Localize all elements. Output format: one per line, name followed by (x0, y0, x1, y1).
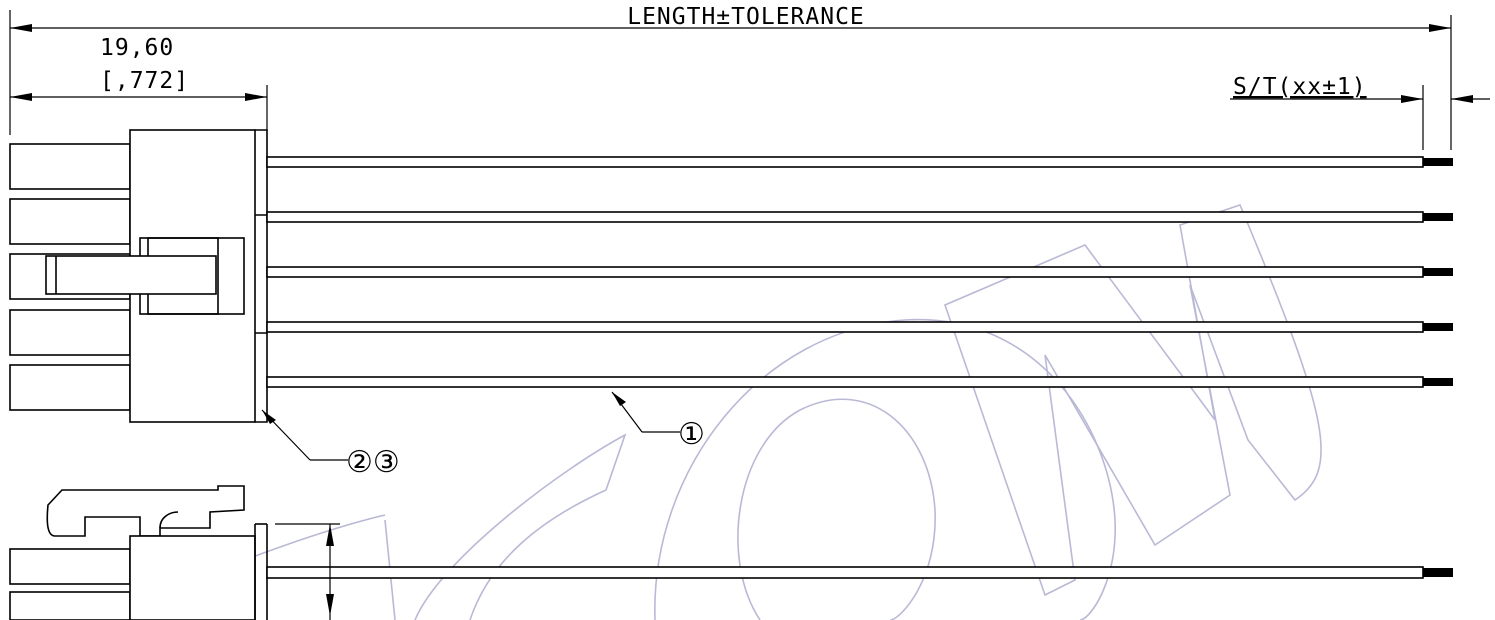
length-tolerance-label: LENGTH±TOLERANCE (627, 4, 865, 30)
connector-top-view (9, 129, 268, 423)
connector-side-view (9, 485, 268, 620)
strip-length-label: S/T(xx±1) (1233, 74, 1367, 100)
arrowhead-right (245, 93, 267, 101)
arrowhead-left (10, 93, 32, 101)
callout-housing-terminal-label: ②③ (346, 445, 400, 480)
stripped-wire-end (1423, 213, 1453, 221)
connector-length-in: [,772] (100, 68, 189, 94)
stripped-wire-end (1423, 268, 1453, 276)
arrowhead-up (326, 524, 334, 546)
length-dimension: LENGTH±TOLERANCE (9, 4, 1452, 150)
wire-callout: ① (611, 391, 705, 452)
arrowhead-down (326, 594, 334, 616)
strip-length-dimension: S/T(xx±1) (1230, 74, 1490, 150)
stripped-wire-end (1423, 323, 1453, 331)
connector-length-mm: 19,60 (100, 35, 174, 61)
wire-side (266, 566, 1453, 579)
height-dimension (275, 523, 340, 620)
callout-wire-label: ① (678, 417, 705, 452)
connector-length-dimension: 19,60 [,772] (10, 35, 268, 130)
arrowhead-left (1451, 95, 1473, 103)
arrowhead-right (1429, 24, 1451, 32)
stripped-wire-end (1423, 568, 1453, 577)
arrowhead-left (10, 24, 32, 32)
stripped-wire-end (1423, 158, 1453, 166)
arrowhead-right (1401, 95, 1423, 103)
wires-top (266, 156, 1453, 388)
housing-callout: ②③ (261, 409, 400, 480)
stripped-wire-end (1423, 378, 1453, 386)
